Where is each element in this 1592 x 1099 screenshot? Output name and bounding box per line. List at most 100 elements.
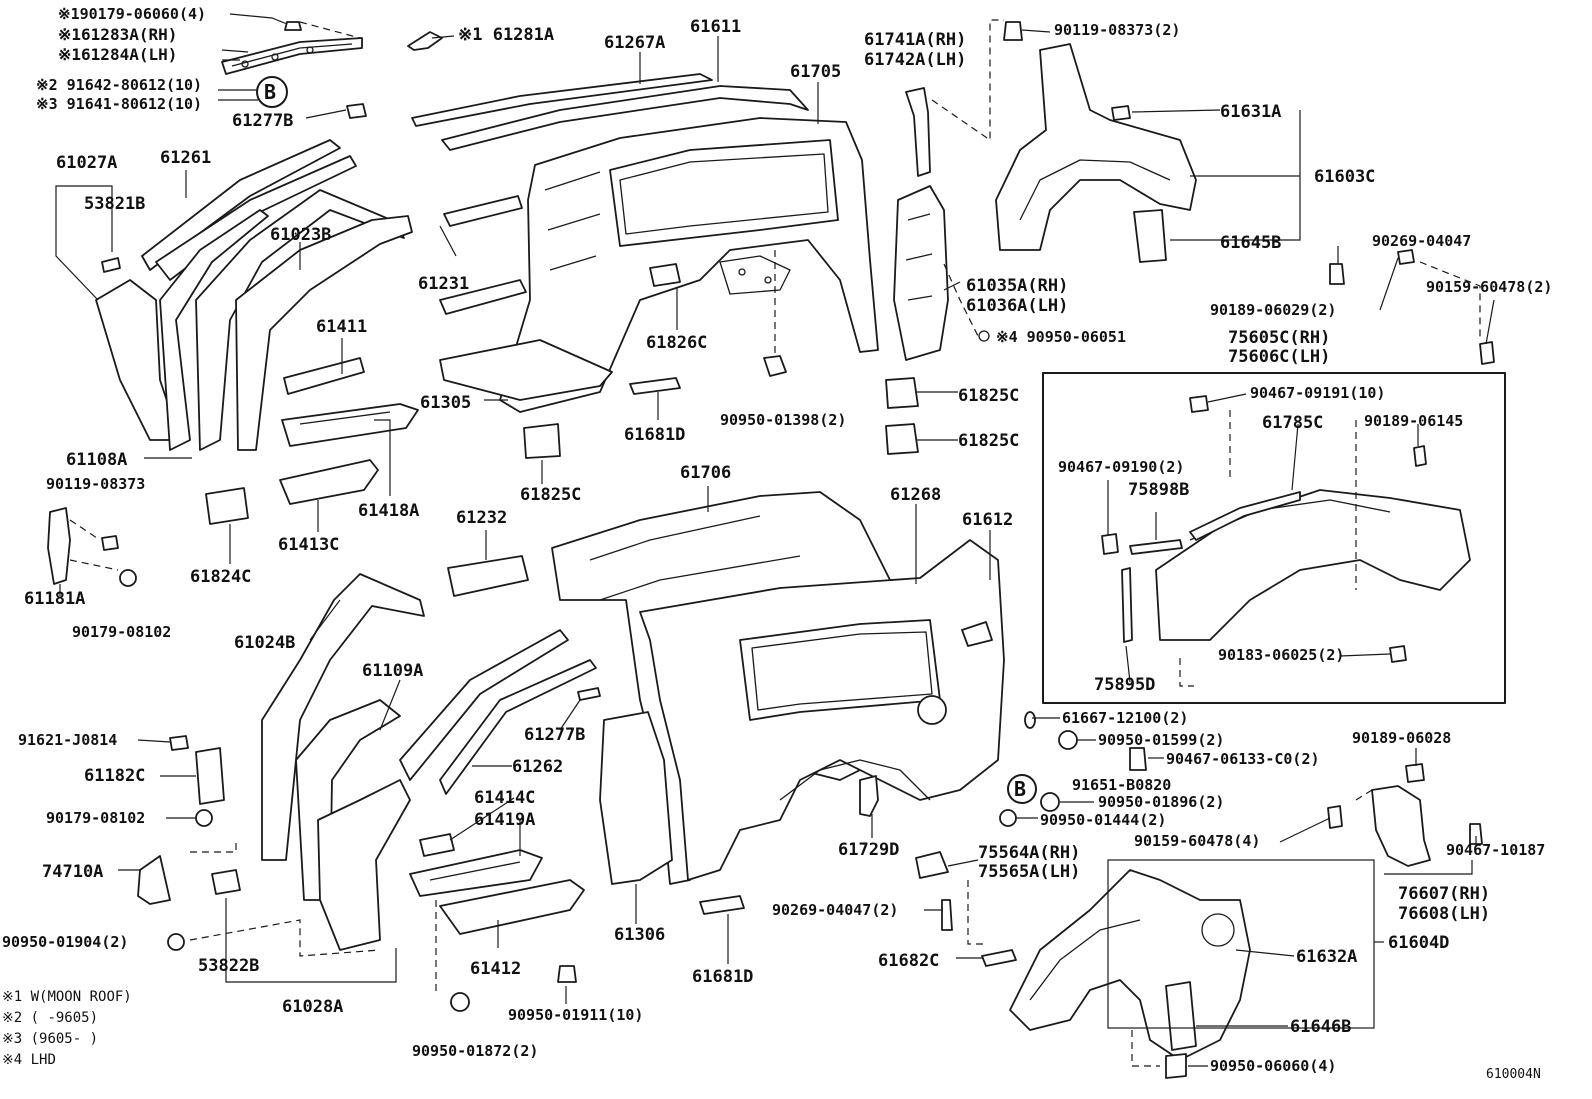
- upper-side-panel-drawing: [499, 117, 879, 413]
- mark-b-bottom: B: [1014, 777, 1026, 801]
- label-61612: 61612: [962, 510, 1013, 530]
- label-61742a: 61742A(LH): [864, 50, 966, 70]
- panel-61232-drawing: [447, 555, 529, 597]
- label-61826c: 61826C: [646, 333, 707, 353]
- bolt-90119-08373-drawing: [1003, 21, 1023, 41]
- clip-90269-04047-drawing: [941, 899, 953, 931]
- label-90950-01904: 90950-01904(2): [2, 933, 128, 951]
- label-61645b: 61645B: [1220, 233, 1281, 253]
- label-61611: 61611: [690, 17, 741, 37]
- assembly-bracket-61604d: [1107, 859, 1375, 1029]
- label-90119-08373: 90119-08373: [46, 475, 145, 493]
- label-61281a: ※1 61281A: [458, 25, 554, 45]
- block-61682c-drawing: [981, 949, 1017, 967]
- label-91651-b0820: 91651-B0820: [1072, 776, 1171, 794]
- label-90950-01911: 90950-01911(10): [508, 1006, 643, 1024]
- block-61826c-drawing: [649, 263, 681, 287]
- rocker-rails-drawing: [279, 357, 419, 505]
- label-61267a: 61267A: [604, 33, 665, 53]
- label-76608: 76608(LH): [1398, 904, 1490, 924]
- block-61824c-drawing: [205, 487, 249, 525]
- panel-61231-drawing: [443, 195, 523, 227]
- label-61729d: 61729D: [838, 840, 899, 860]
- label-61411: 61411: [316, 317, 367, 337]
- label-53821b: 53821B: [84, 194, 145, 214]
- quarter-panel-drawing: [639, 539, 1005, 881]
- label-75606c: 75606C(LH): [1228, 347, 1330, 367]
- bracket-61281a-drawing: [407, 31, 443, 51]
- label-61023b: 61023B: [270, 225, 331, 245]
- grommet-90950-01398-drawing: [763, 355, 787, 377]
- label-91641-80612: ※3 91641-80612(10): [36, 95, 202, 113]
- label-76607: 76607(RH): [1398, 884, 1490, 904]
- label-90159-60478-lower: 90159-60478(4): [1134, 832, 1260, 850]
- label-61109a: 61109A: [362, 661, 423, 681]
- label-90950-01599: 90950-01599(2): [1098, 731, 1224, 749]
- label-61825c-b: 61825C: [958, 431, 1019, 451]
- part-labels: ※190179-06060(4) ※161283A(RH) ※161284A(L…: [2, 5, 1552, 1075]
- label-61418a: 61418A: [358, 501, 419, 521]
- label-61646b: 61646B: [1290, 1017, 1351, 1037]
- label-61413c: 61413C: [278, 535, 339, 555]
- label-90950-01398: 90950-01398(2): [720, 411, 846, 429]
- label-74710a: 74710A: [42, 862, 103, 882]
- footnote-3: ※3 (9605- ): [2, 1031, 98, 1047]
- label-61182c: 61182C: [84, 766, 145, 786]
- label-90269-04047-lower: 90269-04047(2): [772, 901, 898, 919]
- label-61035a: 61035A(RH): [966, 276, 1068, 296]
- label-61741a: 61741A(RH): [864, 30, 966, 50]
- label-61232: 61232: [456, 508, 507, 528]
- grommet-90950-01872-drawing: [450, 992, 470, 1012]
- label-61419a: 61419A: [474, 810, 535, 830]
- label-61261: 61261: [160, 148, 211, 168]
- label-61706: 61706: [680, 463, 731, 483]
- label-75898b: 75898B: [1128, 480, 1189, 500]
- footnote-4: ※4 LHD: [2, 1052, 56, 1068]
- label-90950-01444: 90950-01444(2): [1040, 811, 1166, 829]
- label-90950-06060: 90950-06060(4): [1210, 1057, 1336, 1075]
- mark-b-circle-top: [256, 76, 288, 108]
- label-61603c: 61603C: [1314, 167, 1375, 187]
- label-90189-06028: 90189-06028: [1352, 729, 1451, 747]
- block-61681d-lower-drawing: [699, 895, 745, 915]
- rail-61305-drawing: [439, 339, 613, 401]
- label-90179-08102-top: 90179-08102: [72, 623, 171, 641]
- label-90189-06145: 90189-06145: [1364, 412, 1463, 430]
- leader-lines: [55, 13, 1495, 1067]
- label-61667-12100: 61667-12100(2): [1062, 709, 1188, 727]
- label-61412: 61412: [470, 959, 521, 979]
- label-61181a: 61181A: [24, 589, 85, 609]
- label-75895d: 75895D: [1094, 675, 1155, 695]
- label-61681d-lower: 61681D: [692, 967, 753, 987]
- label-90950-06051: ※4 90950-06051: [996, 328, 1126, 346]
- label-61027a: 61027A: [56, 153, 117, 173]
- wheelhouse-upper-drawing: [995, 43, 1197, 263]
- clip-top-right-drawing: [1329, 263, 1345, 285]
- block-61825c-a-drawing: [885, 377, 919, 409]
- label-61231: 61231: [418, 274, 469, 294]
- label-90467-09191: 90467-09191(10): [1250, 384, 1385, 402]
- mark-b-circle-bottom: [1007, 774, 1037, 804]
- label-90119-08373-top: 90119-08373(2): [1054, 21, 1180, 39]
- label-61277b-lower: 61277B: [524, 725, 585, 745]
- footnote-1: ※1 W(MOON ROOF): [2, 989, 132, 1005]
- bracket-75564a-drawing: [915, 851, 949, 879]
- label-61305: 61305: [420, 393, 471, 413]
- label-75565a: 75565A(LH): [978, 862, 1080, 882]
- label-90467-09190: 90467-09190(2): [1058, 458, 1184, 476]
- lower-pillar-drawing: [261, 573, 425, 951]
- rocker-lower-drawing: [409, 833, 585, 935]
- assembly-box: [1042, 372, 1506, 704]
- label-61604d: 61604D: [1388, 933, 1449, 953]
- bracket-61729d-drawing: [859, 775, 879, 817]
- label-61631a: 61631A: [1220, 102, 1281, 122]
- mudflap-drawing: [1355, 785, 1483, 867]
- label-61036a: 61036A(LH): [966, 296, 1068, 316]
- label-75605c: 75605C(RH): [1228, 328, 1330, 348]
- block-61825c-b-drawing: [885, 423, 919, 455]
- label-61825c-c: 61825C: [520, 485, 581, 505]
- left-small-parts-drawing: [137, 735, 397, 983]
- clip-strip-drawing: [221, 21, 367, 119]
- label-61824c: 61824C: [190, 567, 251, 587]
